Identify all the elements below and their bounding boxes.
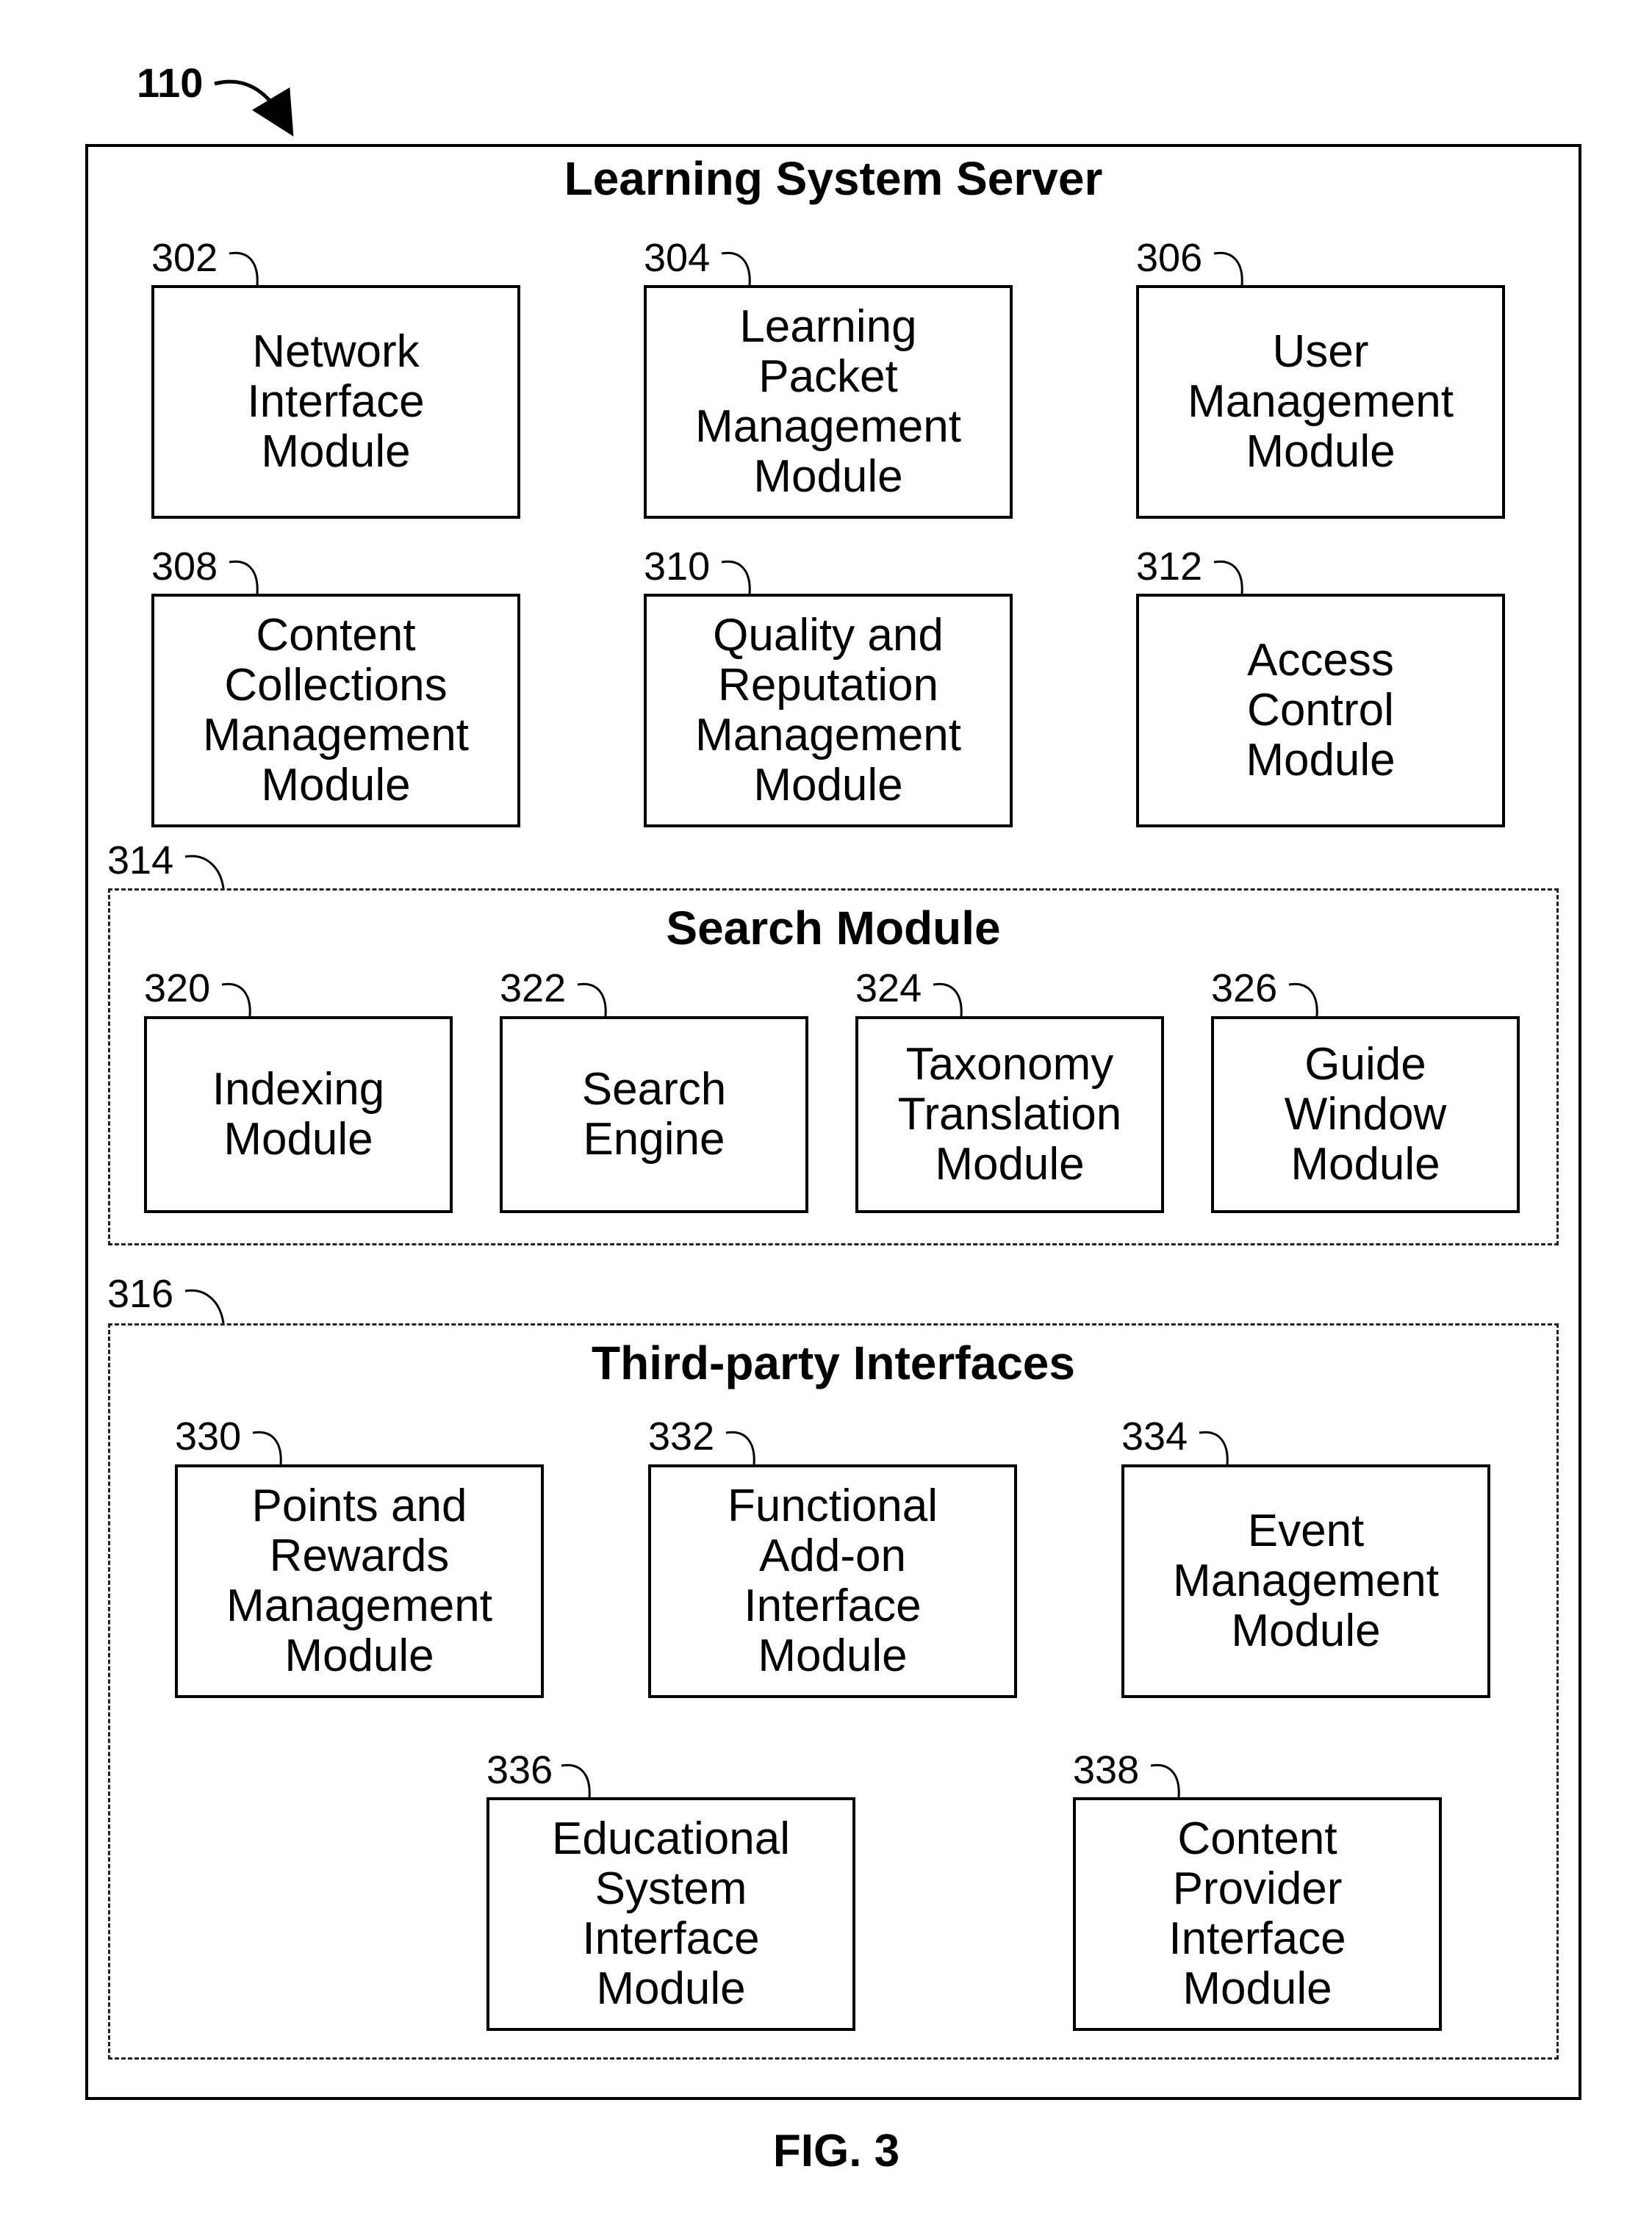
module-ref-338: 338 bbox=[1073, 1750, 1139, 1790]
content-collections-management-module: Content Collections Management Module bbox=[151, 594, 520, 827]
module-ref-332: 332 bbox=[648, 1417, 714, 1456]
module-ref-334: 334 bbox=[1121, 1417, 1188, 1456]
figure-caption: FIG. 3 bbox=[773, 2125, 899, 2177]
points-rewards-management-module: Points and Rewards Management Module bbox=[175, 1464, 544, 1698]
functional-add-on-interface-module: Functional Add-on Interface Module bbox=[648, 1464, 1017, 1698]
third-party-title: Third-party Interfaces bbox=[592, 1336, 1075, 1390]
learning-packet-management-module: Learning Packet Management Module bbox=[644, 285, 1013, 519]
educational-system-interface-module: Educational System Interface Module bbox=[486, 1797, 855, 2031]
module-ref-306: 306 bbox=[1136, 238, 1202, 278]
module-ref-302: 302 bbox=[151, 238, 218, 278]
module-ref-304: 304 bbox=[644, 238, 710, 278]
taxonomy-translation-module: Taxonomy Translation Module bbox=[855, 1016, 1164, 1213]
third-party-ref: 316 bbox=[107, 1274, 173, 1314]
module-ref-312: 312 bbox=[1136, 547, 1202, 586]
indexing-module: Indexing Module bbox=[144, 1016, 453, 1213]
module-ref-324: 324 bbox=[855, 968, 922, 1008]
figure-ref-arrow bbox=[215, 82, 282, 118]
search-module-ref: 314 bbox=[107, 841, 173, 880]
server-title: Learning System Server bbox=[564, 151, 1103, 206]
module-ref-326: 326 bbox=[1211, 968, 1277, 1008]
module-ref-330: 330 bbox=[175, 1417, 241, 1456]
module-ref-308: 308 bbox=[151, 547, 218, 586]
quality-reputation-management-module: Quality and Reputation Management Module bbox=[644, 594, 1013, 827]
module-ref-310: 310 bbox=[644, 547, 710, 586]
search-engine: Search Engine bbox=[500, 1016, 808, 1213]
module-ref-336: 336 bbox=[486, 1750, 553, 1790]
access-control-module: Access Control Module bbox=[1136, 594, 1505, 827]
module-ref-322: 322 bbox=[500, 968, 566, 1008]
user-management-module: User Management Module bbox=[1136, 285, 1505, 519]
event-management-module: Event Management Module bbox=[1121, 1464, 1490, 1698]
search-module-title: Search Module bbox=[666, 901, 1000, 955]
guide-window-module: Guide Window Module bbox=[1211, 1016, 1520, 1213]
network-interface-module: Network Interface Module bbox=[151, 285, 520, 519]
module-ref-320: 320 bbox=[144, 968, 210, 1008]
content-provider-interface-module: Content Provider Interface Module bbox=[1073, 1797, 1442, 2031]
